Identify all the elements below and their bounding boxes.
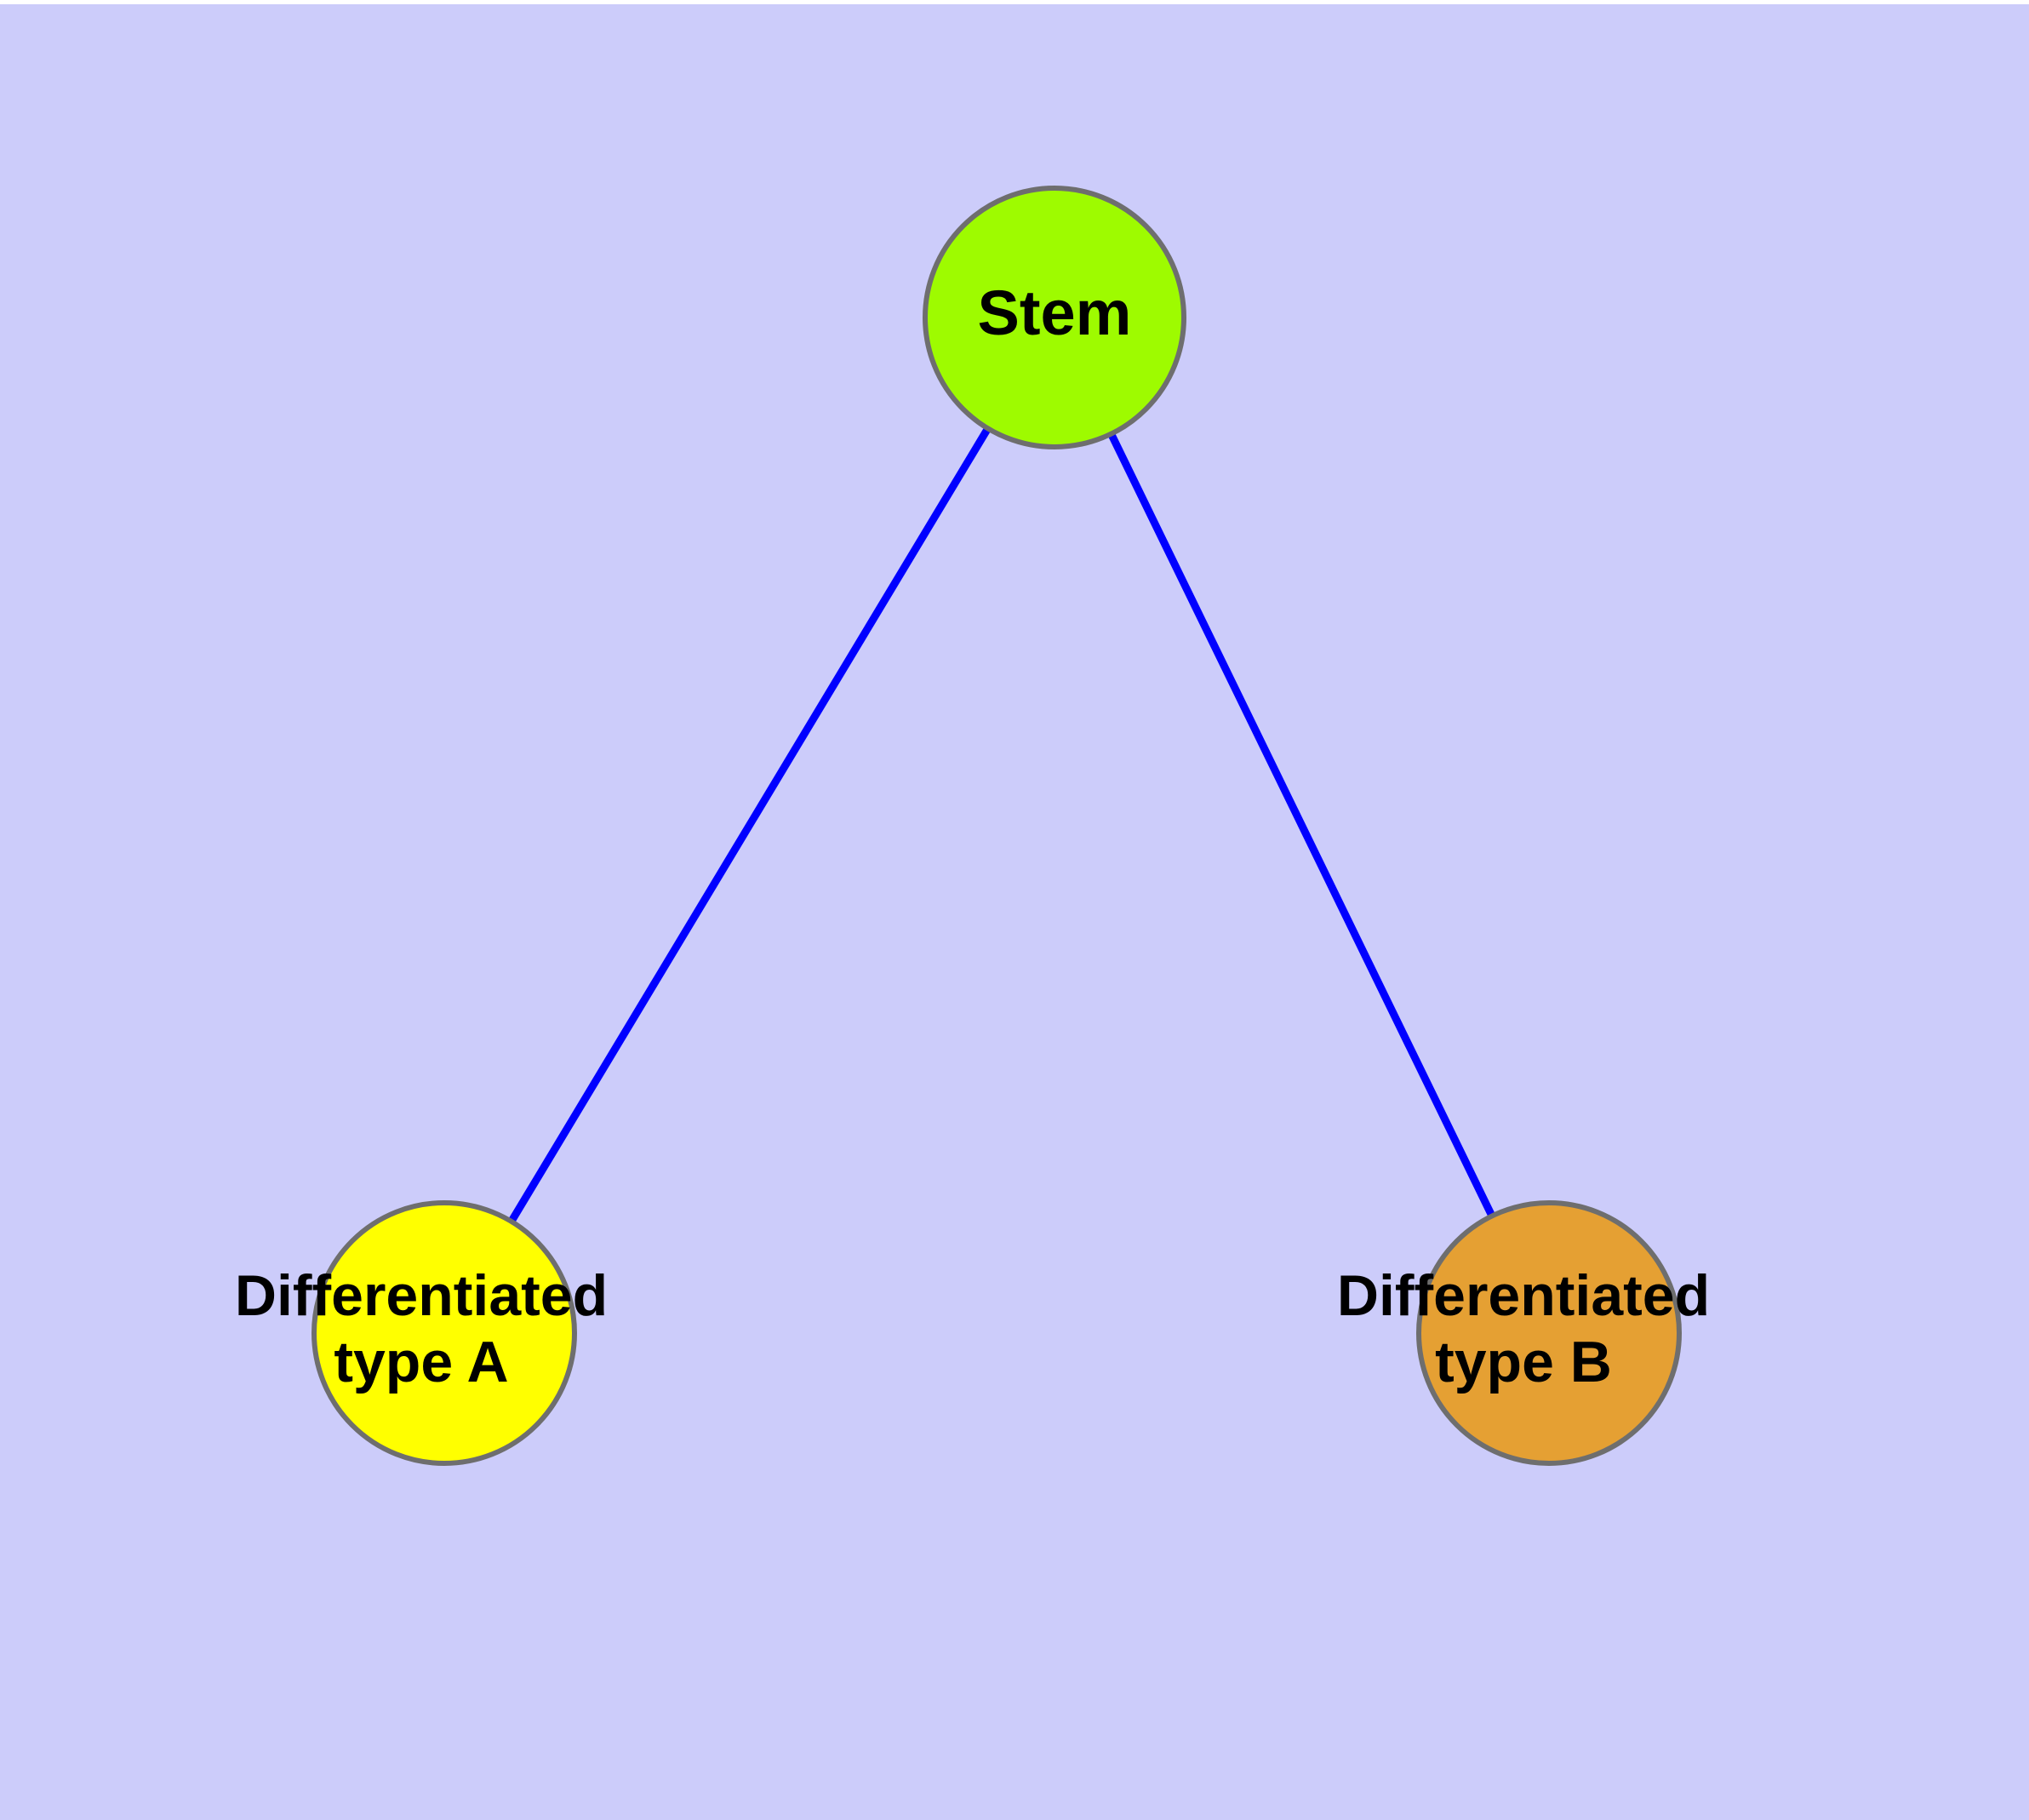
node-label-line: type B — [1435, 1330, 1612, 1394]
node-type-b-circle[interactable] — [1416, 1200, 1682, 1466]
node-stem-label: Stem — [978, 278, 1132, 348]
node-type-a[interactable] — [311, 1200, 577, 1466]
node-type-b[interactable] — [1416, 1200, 1682, 1466]
edge-stem-to-type-b[interactable] — [1050, 316, 1553, 1335]
node-label-line: Differentiated — [235, 1263, 608, 1328]
node-label-line: Stem — [978, 278, 1132, 348]
edges-group — [441, 315, 1553, 1336]
node-label-line: Differentiated — [1337, 1263, 1710, 1328]
edge-stem-to-type-a[interactable] — [441, 315, 1058, 1336]
node-stem[interactable] — [923, 186, 1186, 449]
node-stem-circle[interactable] — [923, 186, 1186, 449]
node-label-line: type A — [334, 1330, 508, 1394]
node-type-a-circle[interactable] — [311, 1200, 577, 1466]
nodes-group — [311, 186, 1682, 1466]
